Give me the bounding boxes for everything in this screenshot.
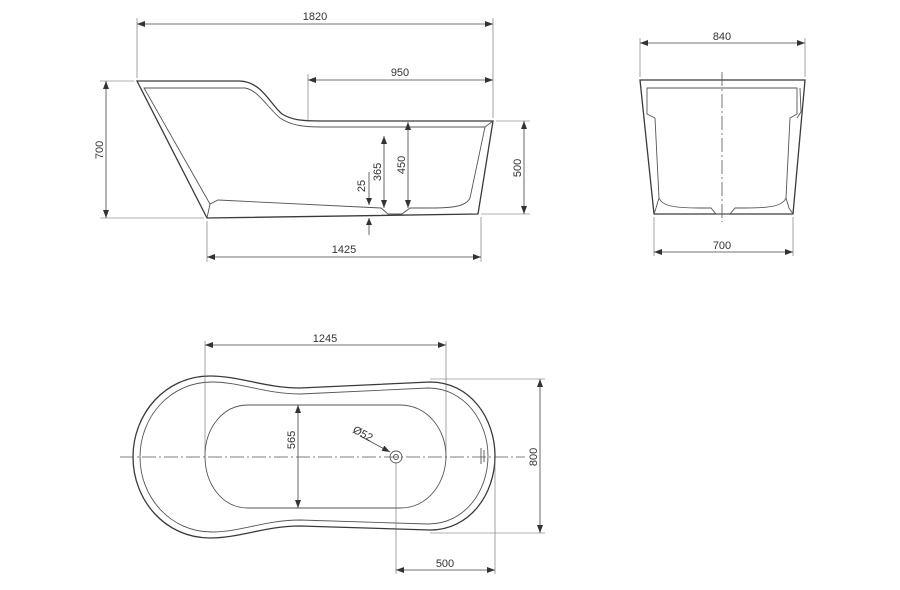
dim-line-drain-diameter (359, 435, 391, 453)
dim-overall-height: 700 (94, 141, 106, 159)
end-view-inner-line (646, 87, 798, 215)
end-view-outer-shell (639, 79, 806, 215)
dim-inner-length: 1245 (313, 333, 337, 345)
end-view: 840 700 (639, 31, 806, 256)
dim-drain-offset: 500 (436, 558, 454, 570)
dim-inner-width: 565 (286, 431, 298, 449)
top-view: Ø52 1245 565 800 500 (120, 333, 545, 574)
side-view: 1820 950 700 500 450 365 25 1425 (94, 11, 530, 262)
arrowhead (366, 218, 372, 225)
dim-base-width: 700 (713, 240, 731, 252)
side-view-base-edge (206, 203, 211, 219)
top-view-inner-basin (204, 404, 447, 509)
dim-inner-depth: 450 (396, 156, 408, 174)
drain-center-icon (393, 454, 399, 460)
side-view-outer-shell (135, 80, 494, 219)
dim-backrest-length: 950 (391, 67, 409, 79)
dim-overall-width: 800 (528, 448, 540, 466)
arrowhead (366, 198, 372, 205)
dim-floor-to-drain: 365 (372, 163, 384, 181)
end-view-base-edge (653, 197, 794, 215)
dim-drain-diameter: Ø52 (351, 424, 375, 444)
top-view-rim-inner-edge (139, 381, 489, 533)
side-view-inner-line (143, 87, 486, 215)
end-view-rim-edge (796, 87, 802, 119)
dim-overall-length: 1820 (303, 11, 327, 23)
dim-drain-recess: 25 (356, 180, 368, 192)
side-view-rim-edge (484, 120, 494, 128)
dim-base-length: 1425 (332, 244, 356, 256)
dim-top-width: 840 (713, 31, 731, 43)
dim-front-height: 500 (512, 159, 524, 177)
